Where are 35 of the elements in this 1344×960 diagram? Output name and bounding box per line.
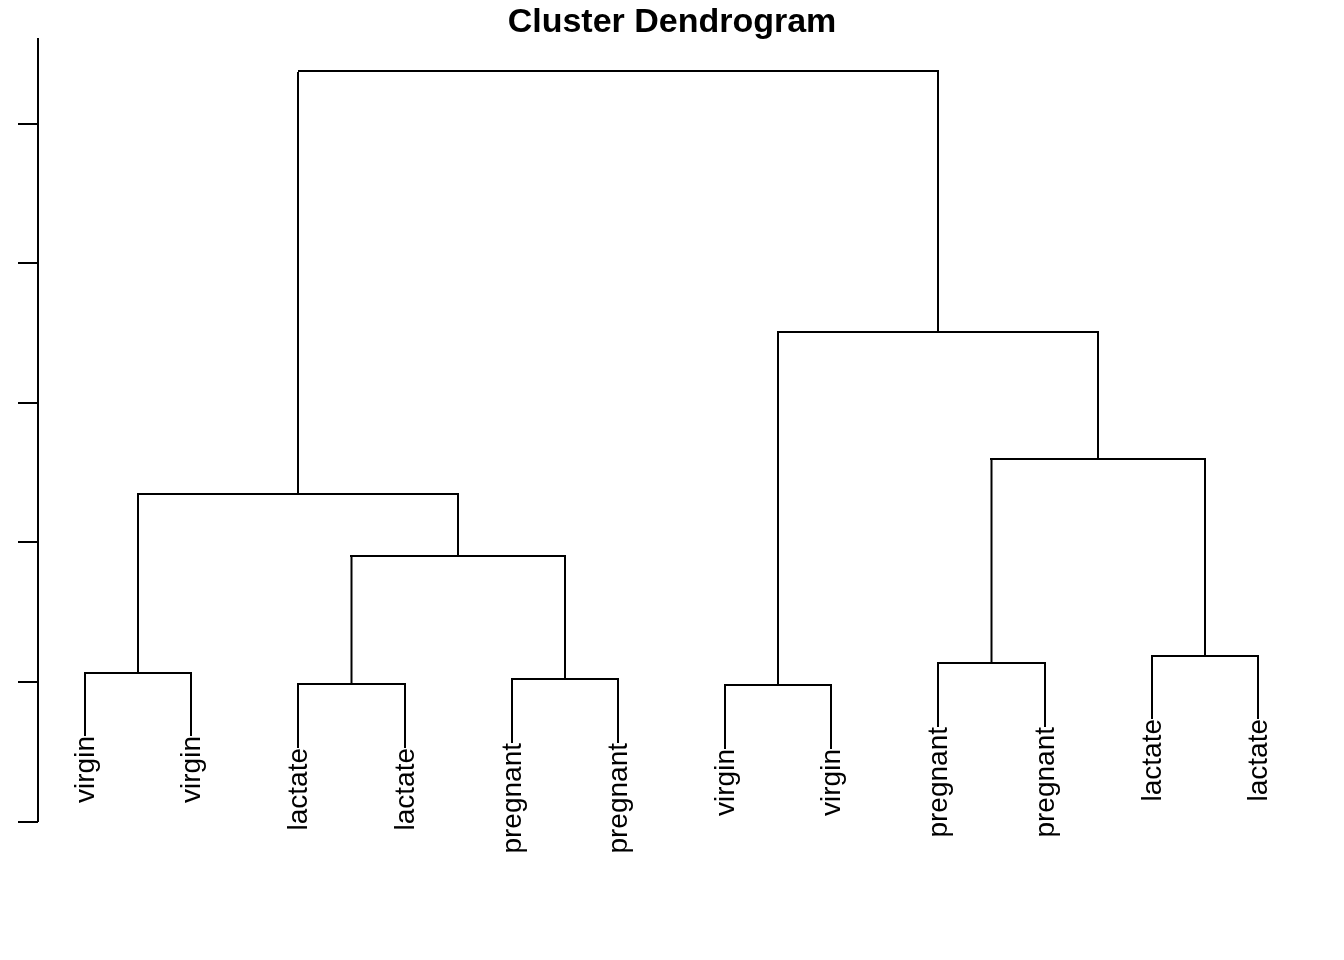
branch-line	[1097, 332, 1099, 459]
branch-line	[724, 685, 726, 750]
branch-line	[1044, 663, 1046, 728]
leaf-label: pregnant	[1028, 727, 1062, 838]
leaf-label: virgin	[708, 749, 742, 816]
branch-line	[830, 685, 832, 750]
leaf-label: virgin	[68, 736, 102, 803]
branch-line	[564, 556, 566, 679]
branch-line	[617, 679, 619, 744]
branch-line	[350, 556, 353, 684]
branch-line	[777, 332, 779, 685]
branch-line	[1257, 656, 1259, 720]
branch-line	[511, 679, 513, 744]
chart-title: Cluster Dendrogram	[506, 0, 838, 40]
branch-line	[937, 71, 939, 332]
leaf-label: virgin	[814, 749, 848, 816]
leaf-label: pregnant	[495, 743, 529, 854]
leaf-label: virgin	[174, 736, 208, 803]
branch-line	[190, 673, 192, 737]
branch-line	[297, 71, 299, 494]
leaf-label: pregnant	[921, 727, 955, 838]
branch-line	[297, 684, 299, 749]
branch-line	[1151, 656, 1153, 720]
branch-line	[137, 494, 139, 673]
leaf-label: pregnant	[601, 743, 635, 854]
branch-line	[457, 494, 459, 556]
branch-line	[404, 684, 406, 749]
branch-line	[990, 459, 993, 663]
leaf-label: lactate	[388, 748, 422, 831]
branch-line	[937, 663, 939, 728]
leaf-label: lactate	[281, 748, 315, 831]
leaf-label: lactate	[1241, 719, 1275, 802]
leaf-label: lactate	[1135, 719, 1169, 802]
branch-line	[1204, 459, 1206, 656]
branch-line	[84, 673, 86, 737]
